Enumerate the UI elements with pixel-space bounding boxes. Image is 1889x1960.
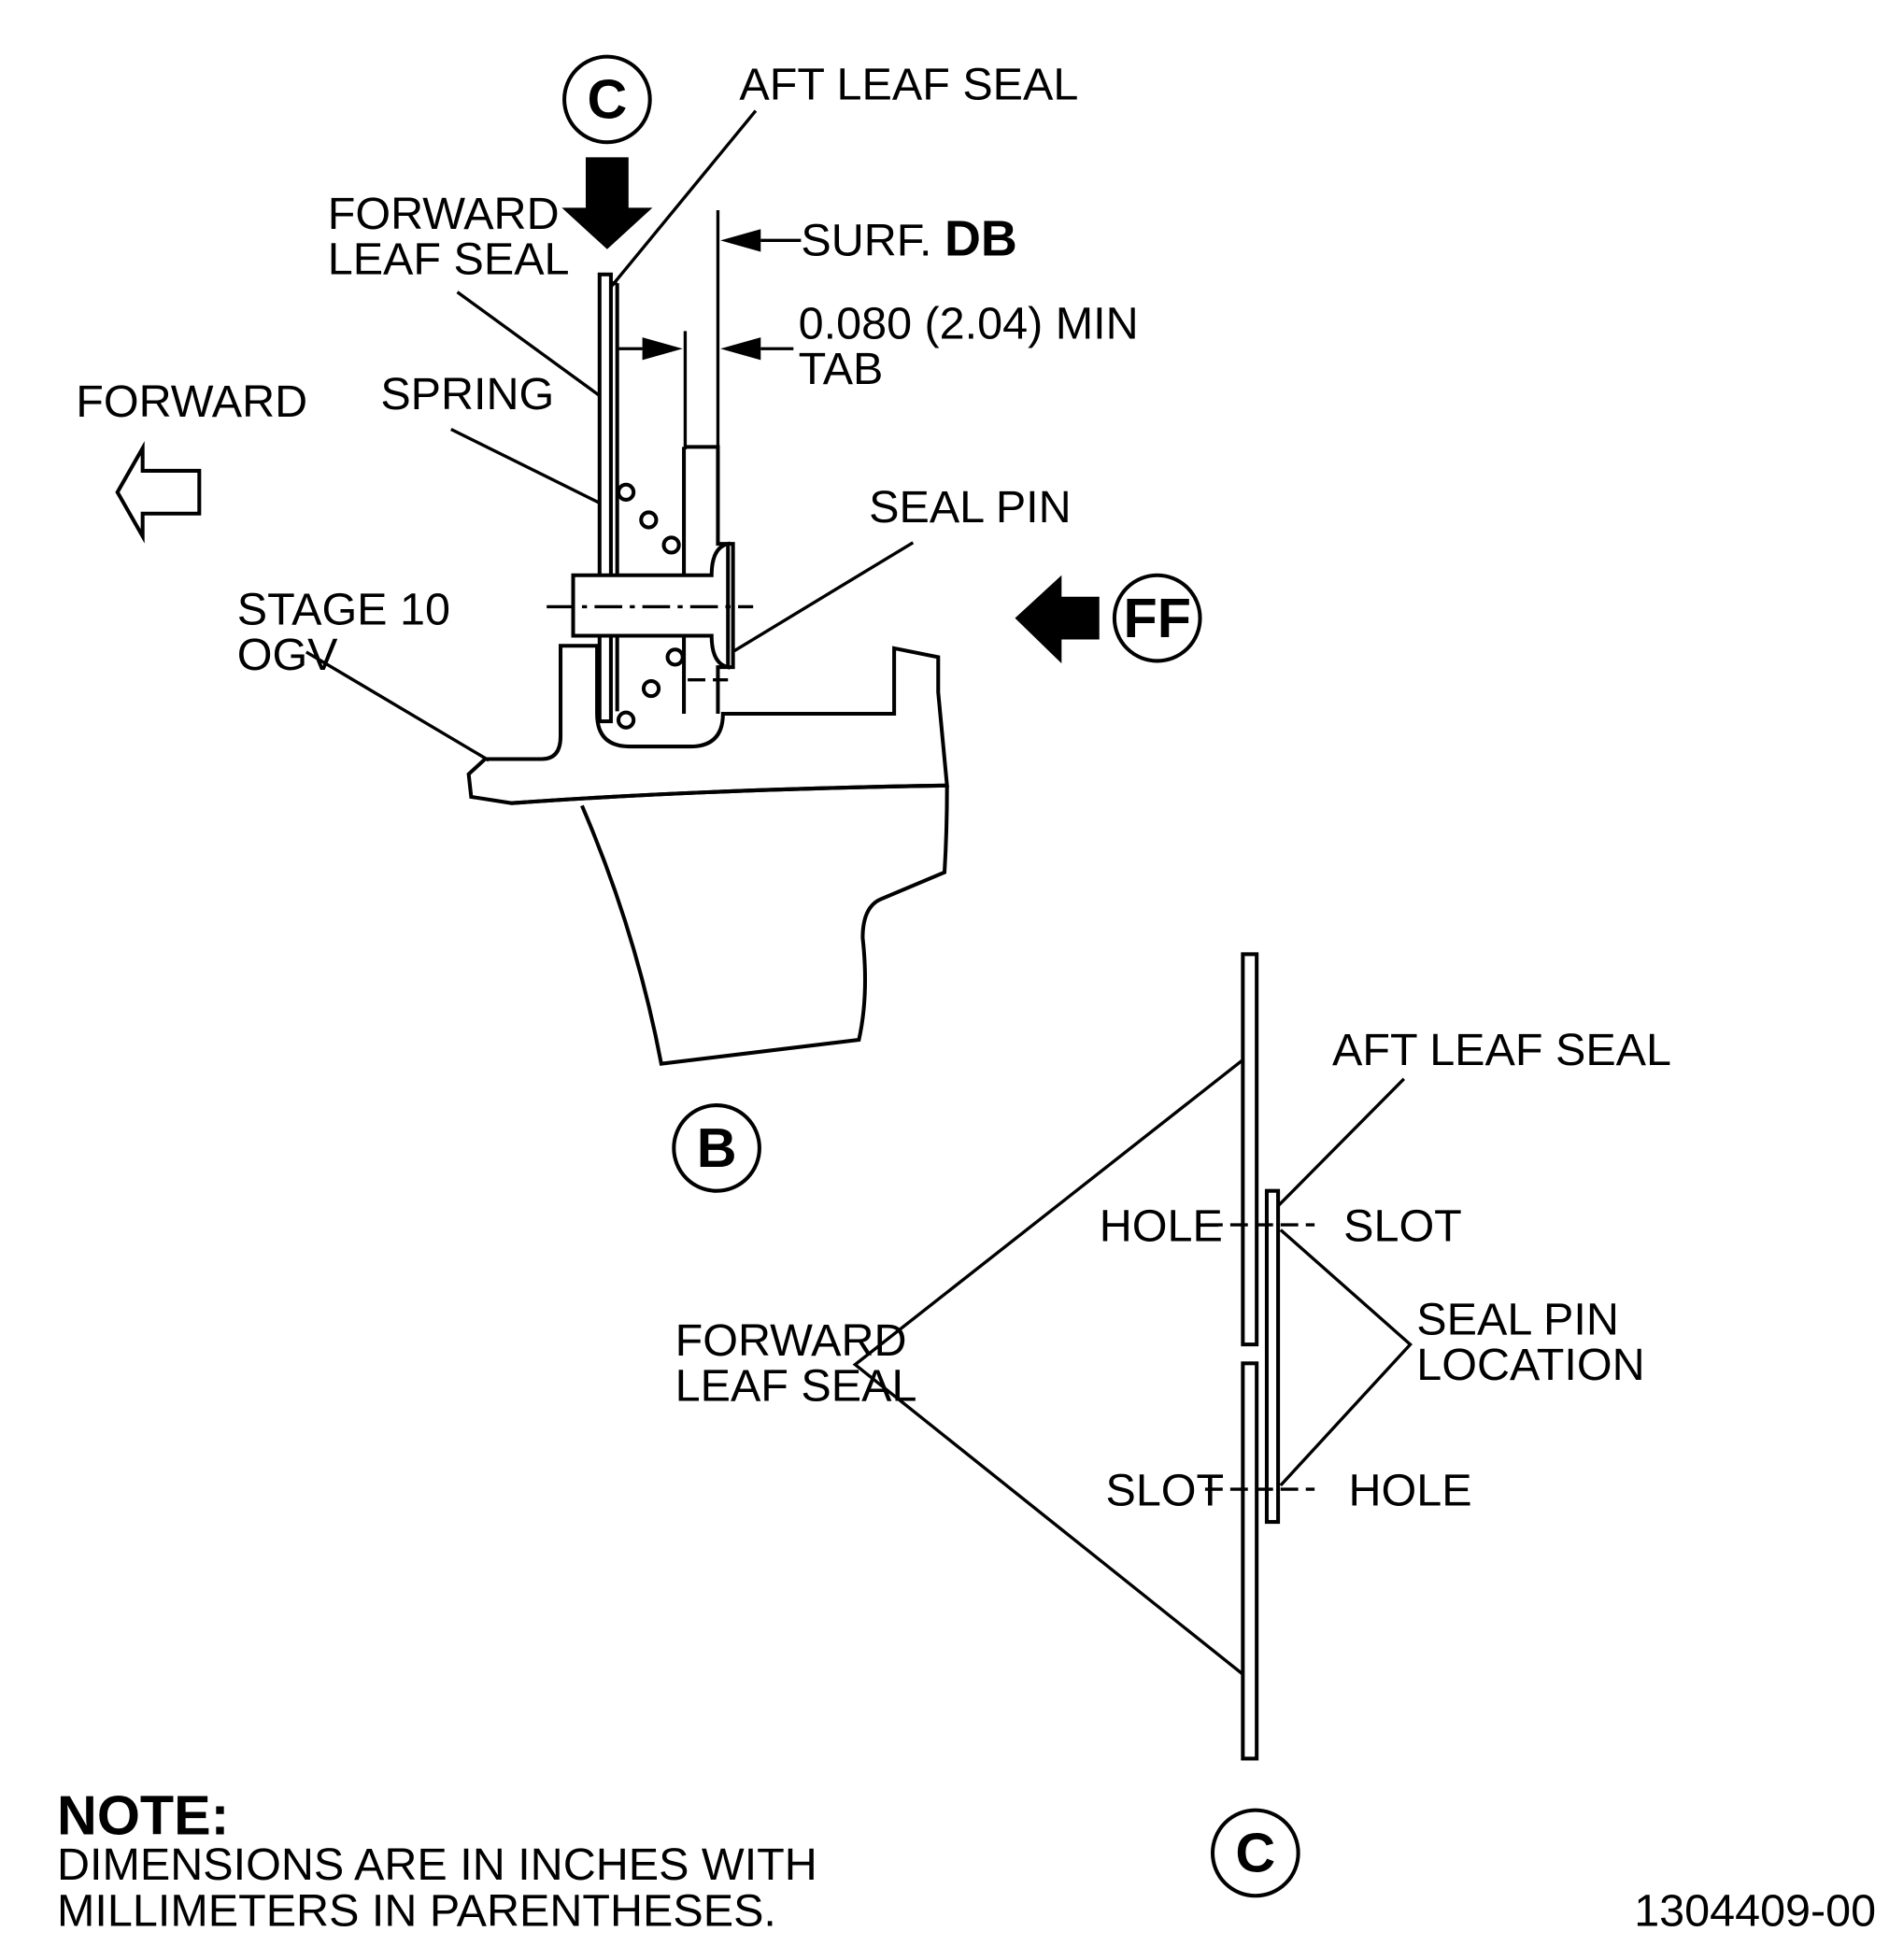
forward-leaf-seal-label-line1: FORWARD	[675, 1315, 907, 1366]
seal-pin-label: SEAL PIN	[869, 482, 1072, 533]
aft-leaf-seal-label: AFT LEAF SEAL	[1332, 1025, 1671, 1075]
stage-10-ogv-body	[466, 644, 949, 805]
dimension-value: 0.080 (2.04) MIN	[799, 298, 1139, 348]
spring-leader	[450, 427, 602, 505]
dimension-arrow-right	[720, 337, 761, 361]
forward-leaf-seal-label-line1: FORWARD	[328, 189, 560, 239]
seal-pin-leader	[733, 541, 915, 653]
forward-leaf-seal-label-line2: LEAF SEAL	[328, 234, 570, 285]
ogv-platform-edge	[511, 783, 947, 805]
stage-10-ogv-label-line2: OGV	[237, 630, 338, 680]
note-block: NOTE: DIMENSIONS ARE IN INCHES WITH MILL…	[57, 1783, 817, 1936]
aft-leaf-seal	[1264, 1188, 1281, 1525]
aft-leaf-seal-label: AFT LEAF SEAL	[739, 59, 1078, 109]
forward-direction-arrow	[115, 441, 202, 544]
note-line-1: DIMENSIONS ARE IN INCHES WITH	[57, 1839, 817, 1890]
ogv-airfoil	[580, 785, 949, 1066]
view-b: C AFT LEAF SEAL FORWARD LEAF SEAL SURF. …	[76, 54, 1202, 1193]
forward-leaf-seal-leader	[456, 291, 603, 398]
hole-label-top: HOLE	[1100, 1201, 1223, 1252]
svg-text:C: C	[587, 68, 627, 131]
surf-db-arrowhead	[720, 229, 761, 252]
seal-pin-boss	[684, 445, 735, 715]
forward-direction-label: FORWARD	[76, 376, 307, 427]
view-ff-direction-arrow	[1015, 575, 1100, 664]
slot-label-bottom: SLOT	[1105, 1466, 1224, 1516]
forward-leaf-seal-leaders	[852, 1058, 1244, 1676]
surf-label: SURF. DB	[801, 211, 1016, 267]
aft-leaf-seal-leader	[609, 109, 758, 289]
aft-leaf-seal-leader	[1276, 1077, 1406, 1208]
view-direction-arrow-down	[561, 157, 653, 249]
svg-text:B: B	[697, 1116, 737, 1179]
spring-label: SPRING	[380, 369, 554, 419]
svg-text:FF: FF	[1124, 587, 1191, 649]
seal-pin-location-label-line1: SEAL PIN	[1416, 1294, 1619, 1344]
view-b-label: B	[672, 1103, 761, 1193]
forward-leaf-seal-upper	[1241, 952, 1259, 1347]
spring-coils	[616, 482, 685, 730]
seal-pin-location-leaders	[1279, 1229, 1413, 1487]
hole-label-bottom: HOLE	[1349, 1466, 1472, 1516]
view-ff-reference-bubble: FF	[1112, 573, 1202, 663]
figure-id: 1304409-00	[1634, 1886, 1876, 1937]
seal-pin-location-label-line2: LOCATION	[1416, 1340, 1644, 1390]
forward-leaf-seal	[597, 272, 613, 724]
dimension-arrow-left	[642, 337, 683, 361]
forward-leaf-seal-label-line2: LEAF SEAL	[675, 1361, 917, 1412]
view-c-reference-bubble: C	[562, 54, 652, 145]
stage-10-ogv-label-line1: STAGE 10	[237, 584, 450, 634]
view-c: AFT LEAF SEAL HOLE SLOT SEAL PIN LOCATIO…	[675, 952, 1671, 1898]
tab-label: TAB	[799, 344, 884, 394]
view-c-label: C	[1210, 1808, 1300, 1898]
forward-leaf-seal-lower	[1241, 1361, 1259, 1761]
svg-text:C: C	[1235, 1822, 1275, 1884]
note-title: NOTE:	[57, 1783, 229, 1846]
note-line-2: MILLIMETERS IN PARENTHESES.	[57, 1886, 776, 1937]
stage-10-ogv-leader	[305, 650, 490, 762]
slot-label-top: SLOT	[1343, 1201, 1462, 1252]
